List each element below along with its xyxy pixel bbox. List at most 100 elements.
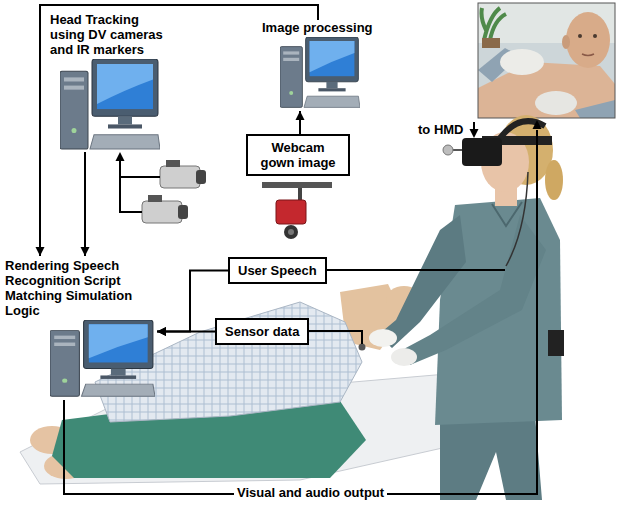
computer-icon-part [54,336,75,339]
camera-wire [120,160,142,212]
computer-icon-part [280,47,302,108]
computer-icon [60,59,160,151]
trainee-figure [391,348,417,366]
webcam-device [298,188,302,200]
computer-icon-part [54,343,75,346]
computer-heading: Rendering Speech Recognition Script Matc… [5,258,155,318]
computer-icon-part [64,86,84,90]
hmd-view-image [478,3,615,118]
arrow-head [470,129,479,138]
webcam-device [288,229,294,235]
computer-icon-part [90,135,160,149]
dv-camera [148,195,162,202]
trainee-figure [443,145,453,155]
computer-icon-part [84,320,153,369]
webcam-device [262,182,332,239]
computer-icon-part [318,88,345,91]
signal-wire [64,122,537,494]
computer-icon-part [111,369,126,376]
trainee-figure [402,215,546,365]
camera-wire [120,160,160,212]
computer-icon-part [62,379,67,383]
trainee-figure [548,330,564,356]
computer-icon-part [283,51,299,54]
flow-arrow [81,152,90,256]
trainee-figure [440,415,542,500]
signal-box: Webcam gown image [246,134,350,176]
arrow-head [157,327,166,336]
hmd-view-image [535,91,577,115]
flow-arrow [157,327,215,336]
signal-wire [300,269,505,271]
hmd-view-image [582,54,594,56]
arrow-head [157,327,166,336]
box-label: User Speech [238,263,317,278]
mannequin [359,344,366,351]
hmd-view-image [593,34,597,38]
computer-icon-part [97,64,153,104]
box-label: Sensor data [225,324,299,339]
dv-camera [196,170,206,184]
hmd-view-image [575,100,615,118]
computer-icon-part [289,91,293,95]
signal-wire [64,130,537,494]
dv-camera [166,160,180,167]
hmd-view-image [482,8,507,40]
computer-icon [280,37,360,109]
dv-camera [178,205,188,219]
box-label: Webcam gown image [256,140,340,170]
computer-icon-part [310,41,355,76]
trainee-figure [369,115,564,500]
arrow-head [296,111,305,120]
hmd-view-image [578,34,582,38]
webcam-device [262,182,332,188]
computer-heading: Head Tracking using DV cameras and IR ma… [50,12,170,57]
camera-wire [120,176,160,178]
computer-icon-part [89,324,148,362]
arrow-head [533,120,542,129]
computer-icon-part [108,124,142,128]
flow-line [84,152,86,256]
trainee-figure [506,172,528,266]
dv-camera [160,160,206,188]
flow-arrow [296,111,305,134]
hmd-view-image [500,49,544,75]
computer-icon-part [304,96,360,107]
computer-icon-part [72,128,77,133]
arrow-head [116,152,125,161]
hmd-view-frame [478,3,615,118]
trainee-figure [462,138,502,166]
computer-icon-part [326,82,337,88]
trainee-figure [545,160,563,200]
computer-icon-part [100,375,136,378]
arrow-head [81,247,90,256]
computer-icon-part [92,59,158,116]
trainee-figure [369,329,397,347]
flow-line [40,5,318,256]
arrow-head [36,247,45,256]
hmd-view-image [482,38,500,48]
computer-node: Image processing [262,20,402,109]
output-label: to HMD [418,122,464,137]
computer-icon-part [283,58,299,61]
dv-camera [160,166,200,188]
computer-icon-part [89,324,148,358]
trainee-figure [492,202,522,226]
hmd-view-image [566,12,610,68]
hmd-view-image [562,35,570,49]
webcam-device [284,225,298,239]
computer-icon-part [82,384,156,396]
computer-icon-part [310,41,355,72]
computer-icon [50,320,155,398]
computer-icon-part [306,37,359,82]
computer-icon-part [64,77,84,81]
line-label: Visual and audio output [234,485,387,500]
computer-icon-part [50,330,79,396]
hmd-view-image [478,3,615,118]
computer-icon-part [60,71,88,149]
computer-heading: Image processing [262,20,402,35]
signal-wire [473,122,475,130]
computer-node: Rendering Speech Recognition Script Matc… [5,258,155,398]
dv-camera [142,201,182,223]
